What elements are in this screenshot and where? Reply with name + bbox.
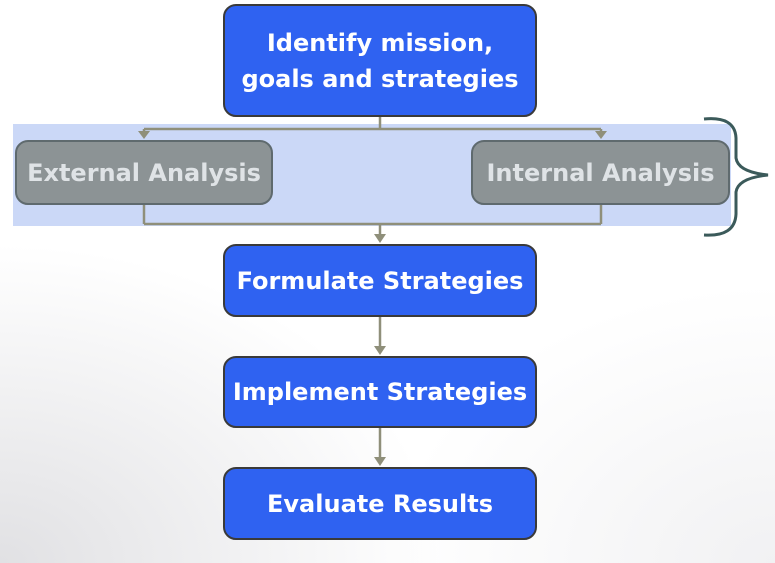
step-implement-box: Implement Strategies: [223, 356, 537, 428]
arrowhead-implement: [374, 346, 386, 355]
step-internal-label: Internal Analysis: [486, 158, 715, 187]
arrowhead-internal: [595, 131, 607, 139]
step-implement-label: Implement Strategies: [232, 378, 528, 406]
analysis-bracket: [703, 117, 769, 237]
step-external-label: External Analysis: [27, 158, 261, 187]
arrowhead-evaluate: [374, 457, 386, 466]
step-evaluate-box: Evaluate Results: [223, 467, 537, 540]
step-evaluate-label: Evaluate Results: [267, 489, 493, 518]
arrowhead-external: [138, 131, 150, 139]
step-internal-box: Internal Analysis: [471, 140, 730, 205]
step-external-box: External Analysis: [15, 140, 273, 205]
step-formulate-box: Formulate Strategies: [223, 244, 537, 317]
step-identify-box: Identify mission, goals and strategies: [223, 4, 537, 117]
step-formulate-label: Formulate Strategies: [236, 266, 524, 295]
step-identify-label: Identify mission, goals and strategies: [241, 28, 519, 93]
arrowhead-formulate: [374, 234, 386, 243]
